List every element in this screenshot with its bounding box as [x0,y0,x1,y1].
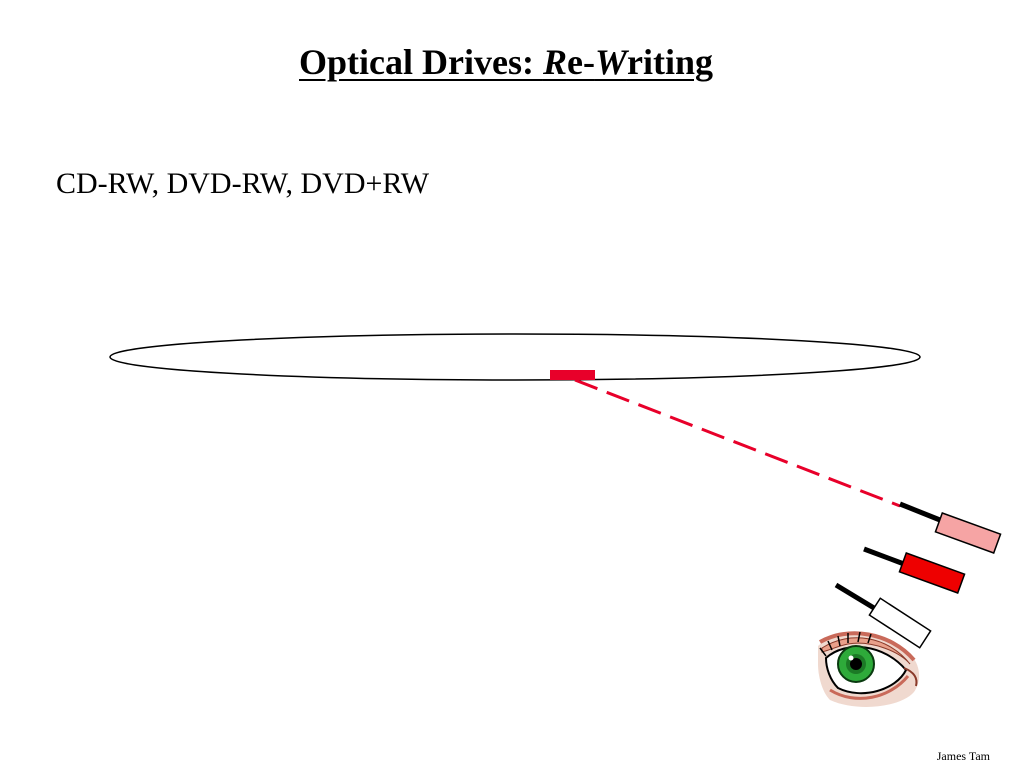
title-part-2: e- [566,42,595,82]
title-w: W [594,42,627,82]
laser-emitter-red [863,546,966,594]
title-part-3: riting [626,42,713,82]
author-credit: James Tam [936,749,990,763]
disc-formats-text: CD-RW, DVD-RW, DVD+RW [56,167,430,200]
disc-spot [550,370,595,380]
laser-emitter-pink [899,501,1002,554]
page-title: Optical Drives: Re-Writing [0,40,1012,84]
title-part-1: Optical Drives: [299,42,543,82]
title-r: R [542,42,567,82]
laser-beam [574,378,901,508]
disc-shape [109,333,921,381]
title-text: Optical Drives: Re-Writing [299,42,713,82]
laser-emitter-white [834,582,932,649]
eye-icon [818,631,920,707]
